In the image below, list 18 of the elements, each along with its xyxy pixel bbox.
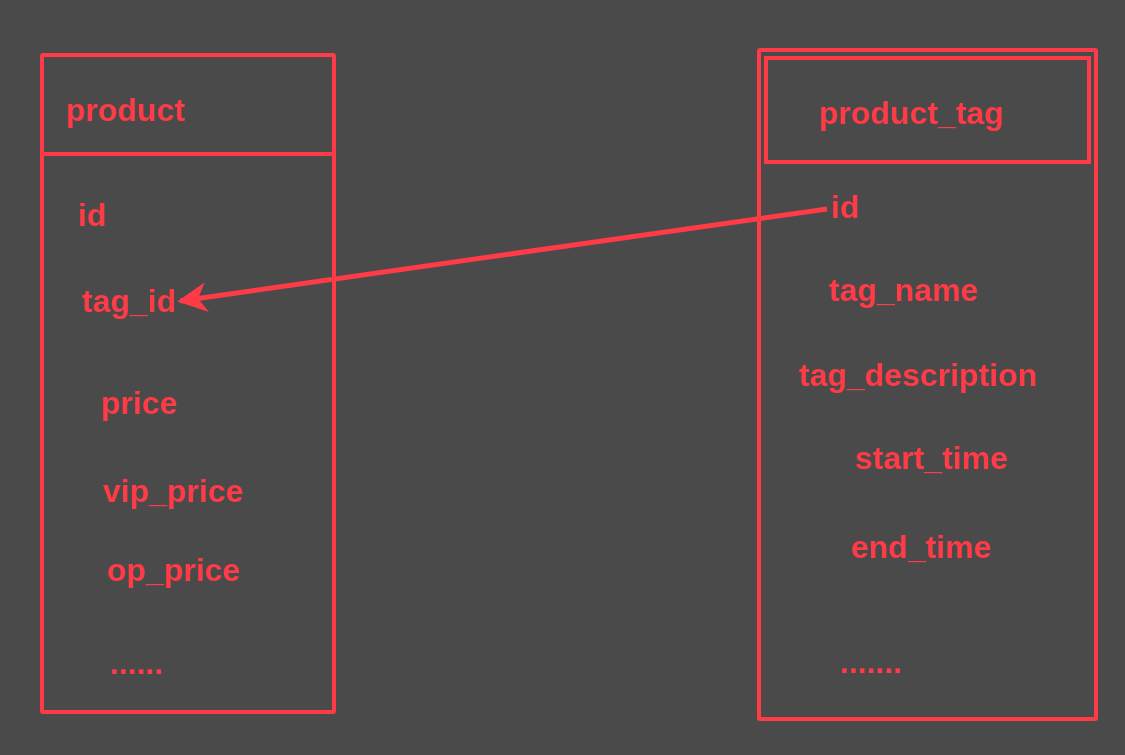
field-name: id <box>78 199 107 231</box>
table-name: product <box>66 94 186 126</box>
field-name: tag_name <box>829 274 979 306</box>
field-name: vip_price <box>103 475 244 507</box>
field-name: ....... <box>840 646 903 678</box>
field-name: op_price <box>107 554 241 586</box>
table-box <box>757 48 1098 721</box>
field-name: tag_description <box>799 359 1038 391</box>
field-name: end_time <box>851 531 992 563</box>
table-header <box>764 56 1091 164</box>
field-name: id <box>831 191 860 223</box>
arrow <box>177 206 828 313</box>
field-name: price <box>101 387 178 419</box>
field-name: ...... <box>110 647 164 679</box>
field-name: tag_id <box>82 285 177 317</box>
table-box <box>40 53 336 714</box>
field-name: start_time <box>855 442 1008 474</box>
table-name: product_tag <box>819 97 1004 129</box>
